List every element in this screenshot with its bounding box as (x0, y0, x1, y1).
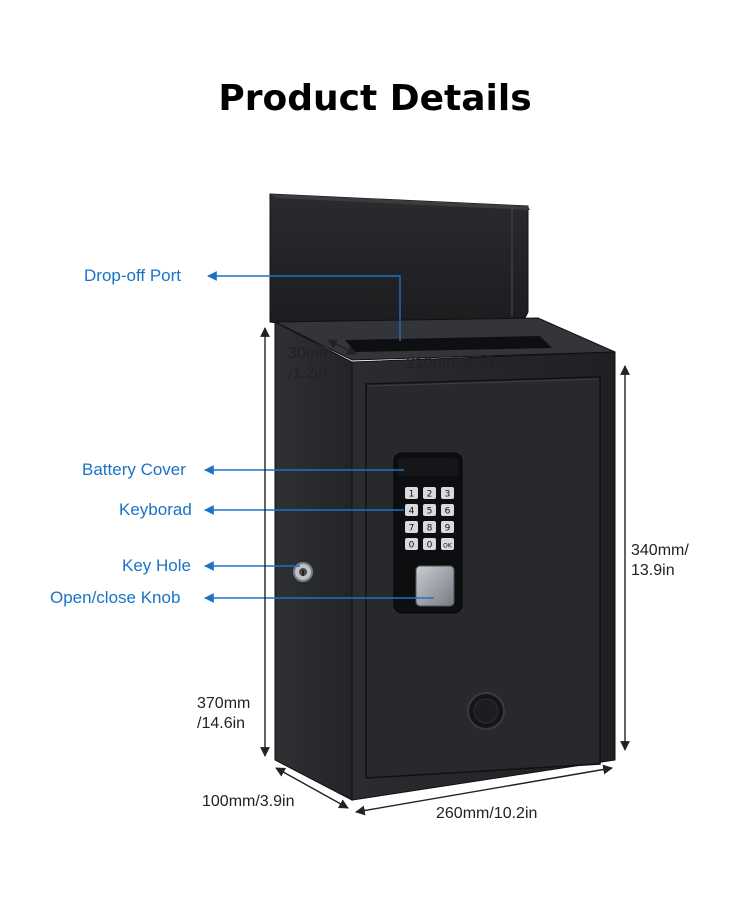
keypad-key (405, 504, 418, 516)
keypad-key-label: 2 (427, 490, 433, 500)
keypad-key-label: 9 (445, 524, 451, 534)
keypad-key (405, 538, 418, 550)
keypad-key (441, 521, 454, 533)
battery-cover (398, 458, 458, 476)
keypad-key-label: 5 (427, 507, 433, 517)
keypad-key-label: 7 (409, 524, 415, 534)
drop-off-port-slot (274, 317, 616, 361)
callout-drop-off-port: Drop-off Port (84, 266, 182, 285)
keypad-key (423, 538, 436, 550)
callout-keyborad: Keyborad (119, 500, 192, 519)
callout-battery-cover: Battery Cover (82, 460, 186, 479)
keypad-key-label: 6 (445, 507, 451, 517)
dim-total-height: 370mm /14.6in (197, 695, 251, 732)
slot-depth-line (327, 339, 357, 355)
dim-slot-width: 210mm/8.3in (406, 355, 499, 372)
keypad-keys: 1 2 3 4 5 6 7 8 9 0 0 OK (405, 487, 454, 551)
keypad-key (423, 521, 436, 533)
callout-key-hole: Key Hole (122, 556, 191, 575)
side-panel (274, 321, 353, 801)
depth-line (275, 767, 349, 809)
page-title: Product Details (218, 78, 532, 119)
callout-open-close-knob: Open/close Knob (50, 588, 181, 607)
key-hole (293, 562, 313, 582)
keypad: 1 2 3 4 5 6 7 8 9 0 0 OK (393, 452, 463, 614)
keypad-key-label: 1 (409, 490, 415, 500)
keypad-key (441, 504, 454, 516)
keypad-key (405, 521, 418, 533)
keypad-key (405, 487, 418, 499)
keypad-key-label: 8 (427, 524, 433, 534)
dim-width: 260mm/10.2in (436, 805, 538, 822)
front-panel (351, 351, 616, 801)
keypad-key-label: 3 (445, 490, 451, 500)
keypad-key-label: 4 (409, 507, 415, 517)
keypad-key (423, 504, 436, 516)
dim-depth: 100mm/3.9in (202, 793, 295, 810)
round-knob (467, 692, 505, 730)
keypad-key-label: 0 (409, 541, 415, 551)
dim-door-height: 340mm/ 13.9in (631, 542, 689, 579)
dim-slot-depth: 30mm /1.2in (288, 345, 333, 382)
keypad-key (441, 538, 454, 550)
drop-off-port-leader (207, 271, 401, 341)
keypad-key (423, 487, 436, 499)
keypad-key (441, 487, 454, 499)
keypad-key-label: 0 (427, 541, 433, 551)
width-line (355, 764, 613, 816)
open-close-knob (415, 565, 455, 607)
keypad-key-label: OK (443, 543, 453, 550)
